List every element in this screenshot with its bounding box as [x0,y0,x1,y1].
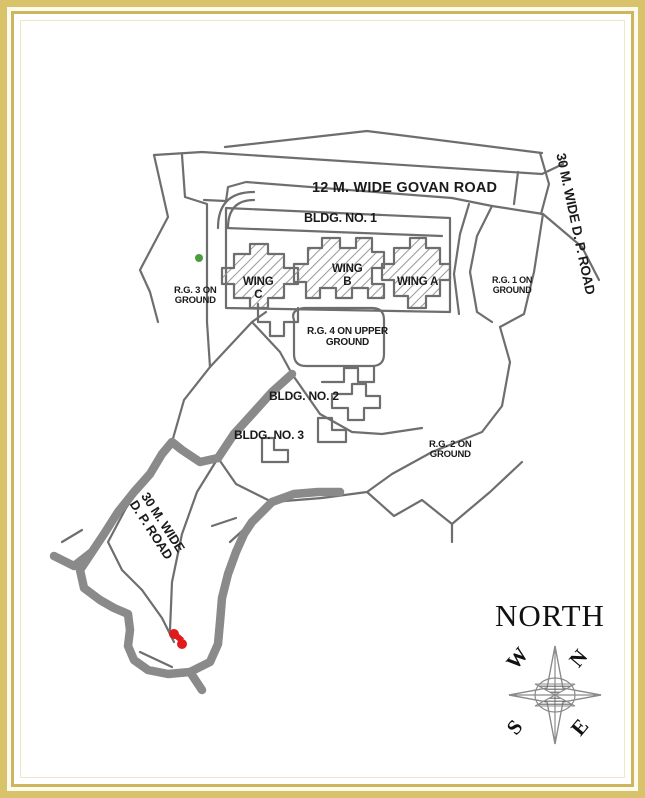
open-space-label-rg4: R.G. 4 ON UPPER GROUND [307,326,388,348]
open-space-label-rg3: R.G. 3 ON GROUND [174,285,217,307]
wing-footprints [220,236,452,310]
compass-rose: NORTH W N S E [485,598,615,763]
building-label-2: BLDG. NO. 2 [269,389,339,403]
wing-b-footprint [292,236,386,300]
wing-label-b: WING B [332,263,363,288]
compass-title: NORTH [495,598,605,633]
site-plan-map: 12 M. WIDE GOVAN ROAD BLDG. NO. 1 WING C… [22,22,623,776]
road-label-govan: 12 M. WIDE GOVAN ROAD [312,180,498,196]
wing-label-a: WING A [397,276,439,288]
open-space-label-rg2: R.G. 2 ON GROUND [429,439,472,461]
wing-label-c: WING C [243,276,274,301]
map-markers [169,254,203,649]
open-space-label-rg1: R.G. 1 ON GROUND [492,275,533,295]
dp-road-ribbon [49,369,345,695]
wing-a-footprint [380,236,452,310]
marker-green [195,254,203,262]
wing-c-footprint [220,242,300,310]
building-label-1: BLDG. NO. 1 [304,211,377,225]
site-plan-drawing [49,129,601,695]
building-label-3: BLDG. NO. 3 [234,428,304,442]
compass-star-icon [508,645,602,745]
